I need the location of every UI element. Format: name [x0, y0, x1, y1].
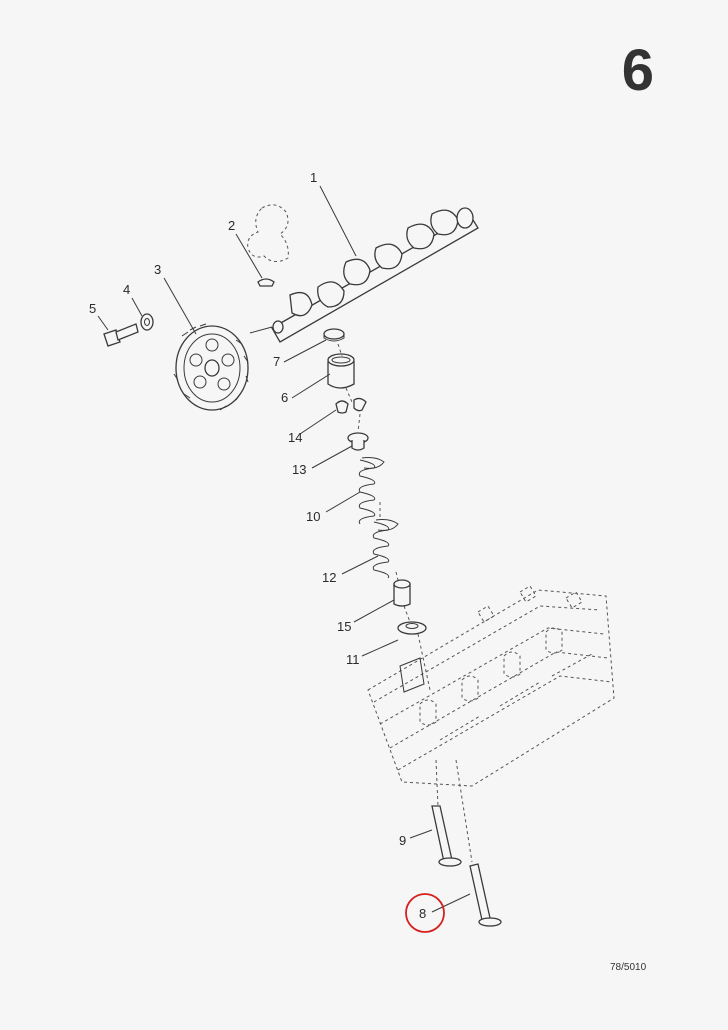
callout-9: 9 [399, 833, 406, 848]
camshaft-sprocket [173, 323, 249, 411]
leader-lines [97, 185, 471, 913]
callout-13: 13 [292, 462, 306, 477]
callout-1: 1 [310, 170, 317, 185]
callout-5: 5 [89, 301, 96, 316]
callout-7: 7 [273, 354, 280, 369]
callout-4: 4 [123, 282, 130, 297]
cylinder-head [367, 585, 615, 787]
spring-seat [397, 621, 427, 635]
callout-15: 15 [337, 619, 351, 634]
drawing-reference: 78/5010 [610, 962, 647, 973]
camshaft [249, 207, 479, 343]
callout-11: 11 [346, 652, 360, 667]
bolt [103, 323, 139, 347]
callout-8: 8 [419, 906, 426, 921]
woodruff-key [247, 204, 289, 287]
callout-10: 10 [306, 509, 320, 524]
callout-12: 12 [322, 570, 336, 585]
valve-stem-seal [393, 579, 411, 607]
exhaust-valve [469, 863, 502, 927]
inlet-valve [431, 805, 462, 867]
tappet [327, 353, 355, 389]
highlight-circle [405, 893, 445, 933]
callout-3: 3 [154, 262, 161, 277]
collets [335, 397, 367, 414]
washer [140, 313, 154, 331]
shim [323, 328, 345, 342]
inner-spring [372, 519, 399, 579]
callout-2: 2 [228, 218, 235, 233]
callout-14: 14 [288, 430, 302, 445]
callout-6: 6 [281, 390, 288, 405]
page-number: 6 [621, 38, 654, 103]
assembly-axis-lines [337, 343, 473, 863]
spring-retainer [347, 432, 369, 451]
